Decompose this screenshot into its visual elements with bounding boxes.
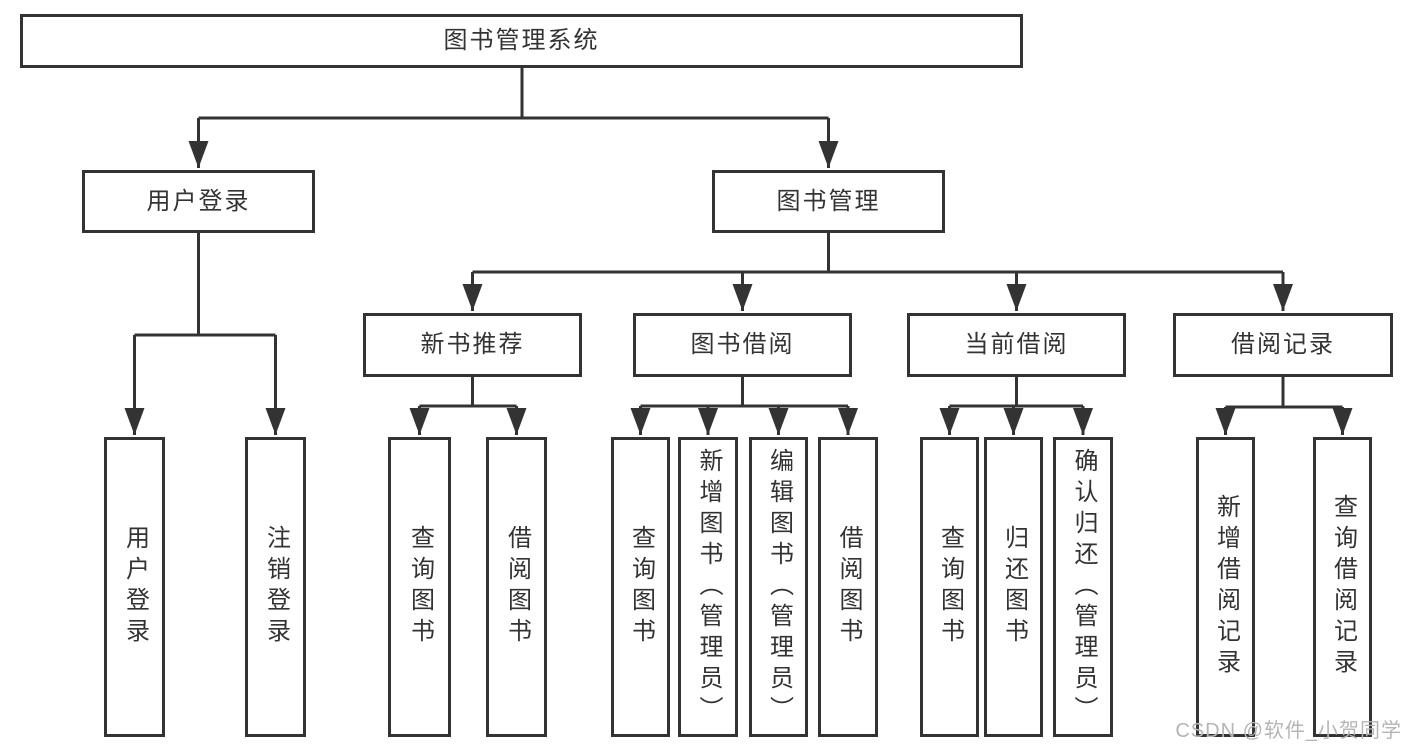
leaf-query-books-label: 查询图书 bbox=[406, 525, 434, 649]
node-current-borrowing: 当前借阅 bbox=[907, 313, 1126, 377]
connector-new-book-rec-children bbox=[409, 377, 527, 435]
connector-book-borrow-children bbox=[630, 377, 858, 435]
node-borrowing-records: 借阅记录 bbox=[1173, 313, 1393, 377]
node-new-book-recommendation: 新书推荐 bbox=[363, 313, 582, 377]
leaf-query-books-2-label: 查询图书 bbox=[627, 525, 655, 649]
leaf-add-books-admin-label: 新增图书（管理员） bbox=[695, 447, 722, 727]
node-book-management: 图书管理 bbox=[712, 170, 945, 233]
leaf-return-books-label: 归还图书 bbox=[1000, 525, 1028, 649]
leaf-query-books-3-label: 查询图书 bbox=[936, 525, 964, 649]
node-new-book-recommendation-label: 新书推荐 bbox=[420, 331, 525, 358]
node-library-management-system: 图书管理系统 bbox=[20, 14, 1023, 68]
node-book-borrowing: 图书借阅 bbox=[633, 313, 852, 377]
leaf-add-books-admin: 新增图书（管理员） bbox=[678, 437, 738, 737]
node-borrowing-records-label: 借阅记录 bbox=[1231, 331, 1335, 358]
leaf-add-borrow-record: 新增借阅记录 bbox=[1196, 437, 1255, 737]
leaf-user-login: 用户登录 bbox=[104, 437, 165, 737]
leaf-logout-label: 注销登录 bbox=[262, 525, 290, 649]
connector-borrow-record-children bbox=[1215, 377, 1353, 435]
leaf-edit-books-admin: 编辑图书（管理员） bbox=[749, 437, 808, 737]
connector-book-mgmt-children bbox=[462, 233, 1293, 311]
csdn-watermark: CSDN @软件_小贺同学 bbox=[1175, 720, 1402, 742]
leaf-borrow-books-2: 借阅图书 bbox=[818, 437, 878, 737]
leaf-query-books: 查询图书 bbox=[388, 437, 451, 737]
connector-root-to-level2 bbox=[188, 68, 839, 168]
leaf-query-books-2: 查询图书 bbox=[611, 437, 670, 737]
leaf-return-books: 归还图书 bbox=[984, 437, 1043, 737]
node-user-login: 用户登录 bbox=[82, 170, 315, 233]
leaf-confirm-return-admin-label: 确认归还（管理员） bbox=[1070, 447, 1097, 727]
leaf-query-borrow-record: 查询借阅记录 bbox=[1313, 437, 1372, 737]
node-book-management-label: 图书管理 bbox=[776, 187, 881, 215]
connector-user-login-children bbox=[124, 233, 286, 435]
leaf-logout: 注销登录 bbox=[245, 437, 306, 737]
connector-current-borrow-children bbox=[939, 377, 1093, 435]
node-book-borrowing-label: 图书借阅 bbox=[690, 331, 795, 358]
leaf-borrow-books: 借阅图书 bbox=[486, 437, 547, 737]
leaf-borrow-books-label: 借阅图书 bbox=[503, 525, 531, 649]
leaf-query-borrow-record-label: 查询借阅记录 bbox=[1329, 494, 1357, 680]
leaf-query-books-3: 查询图书 bbox=[920, 437, 979, 737]
node-user-login-label: 用户登录 bbox=[146, 187, 251, 215]
leaf-user-login-label: 用户登录 bbox=[121, 525, 149, 649]
leaf-add-borrow-record-label: 新增借阅记录 bbox=[1212, 494, 1240, 680]
leaf-confirm-return-admin: 确认归还（管理员） bbox=[1053, 437, 1113, 737]
leaf-edit-books-admin-label: 编辑图书（管理员） bbox=[765, 447, 793, 727]
node-library-management-system-label: 图书管理系统 bbox=[443, 27, 600, 54]
node-current-borrowing-label: 当前借阅 bbox=[964, 331, 1069, 358]
leaf-borrow-books-2-label: 借阅图书 bbox=[835, 525, 862, 649]
